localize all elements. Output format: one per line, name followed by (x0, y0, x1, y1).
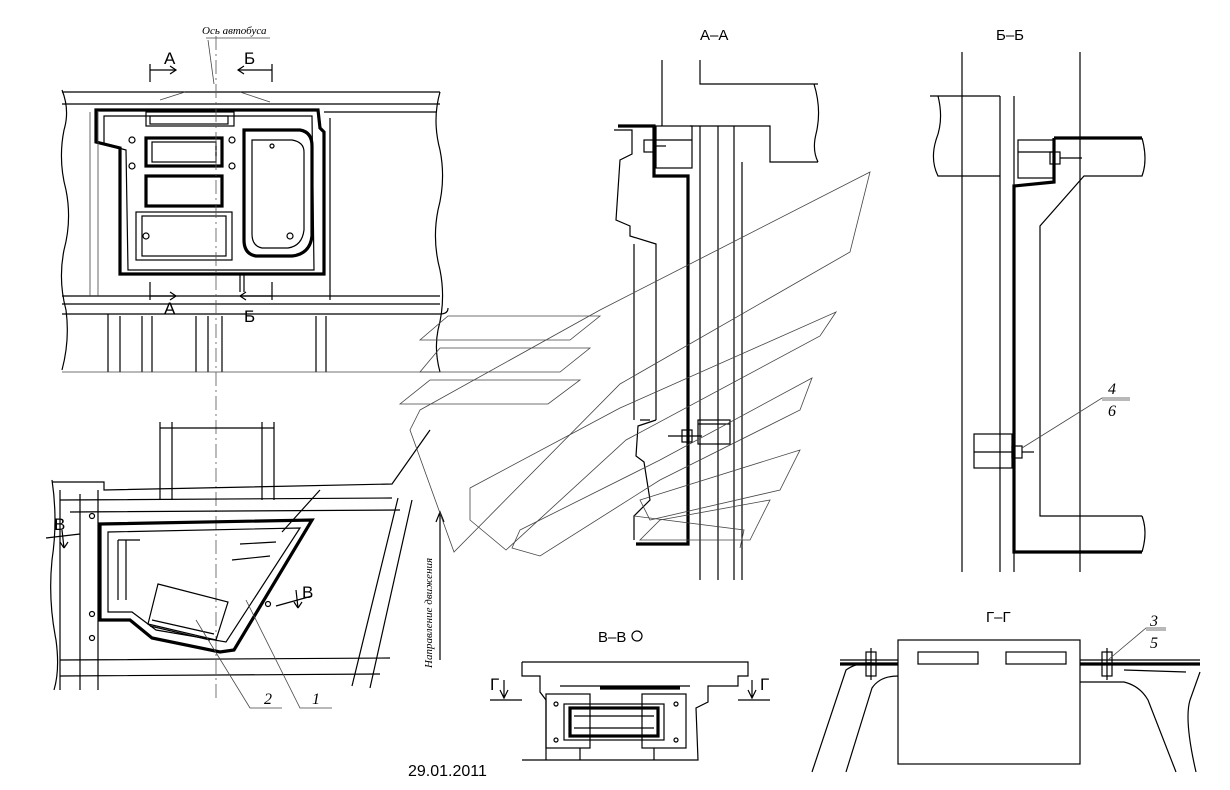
section-title-gg: Г–Г (986, 609, 1011, 626)
section-aa (398, 60, 871, 580)
svg-text:А: А (164, 299, 176, 318)
cut-markers-v: В В (45, 515, 313, 609)
section-vv (521, 661, 749, 761)
svg-text:2: 2 (264, 691, 272, 708)
svg-text:5: 5 (1150, 635, 1158, 652)
svg-text:В: В (302, 583, 313, 602)
section-gg (811, 639, 1201, 773)
cut-markers-top: А Б А Б (149, 49, 273, 326)
svg-text:Б: Б (244, 307, 255, 326)
callouts-bb: 4 6 (1021, 381, 1130, 449)
cut-markers-g: Г Г (490, 675, 770, 701)
svg-text:Г: Г (490, 675, 499, 694)
bus-axis-label: Ось автобуса (202, 25, 267, 37)
direction-label: Направление движения (423, 558, 435, 669)
section-title-aa: А–А (700, 27, 728, 44)
section-title-bb: Б–Б (996, 27, 1024, 44)
svg-text:4: 4 (1108, 381, 1116, 398)
plan-view-bottom (50, 422, 431, 691)
section-bb (930, 52, 1146, 572)
svg-text:3: 3 (1149, 613, 1158, 630)
callouts-bottom-left: 2 1 (195, 599, 332, 709)
svg-text:Г: Г (760, 675, 769, 694)
svg-text:А: А (164, 49, 176, 68)
rotation-mark-icon (631, 630, 643, 642)
plan-view-top (60, 89, 449, 373)
drawing-date: 29.01.2011 (408, 763, 487, 780)
svg-text:В: В (54, 515, 65, 534)
svg-text:Б: Б (244, 49, 255, 68)
section-title-vv: В–В (598, 629, 626, 646)
callouts-gg: 3 5 (1107, 613, 1166, 661)
svg-text:6: 6 (1108, 403, 1116, 420)
svg-text:1: 1 (312, 691, 320, 708)
